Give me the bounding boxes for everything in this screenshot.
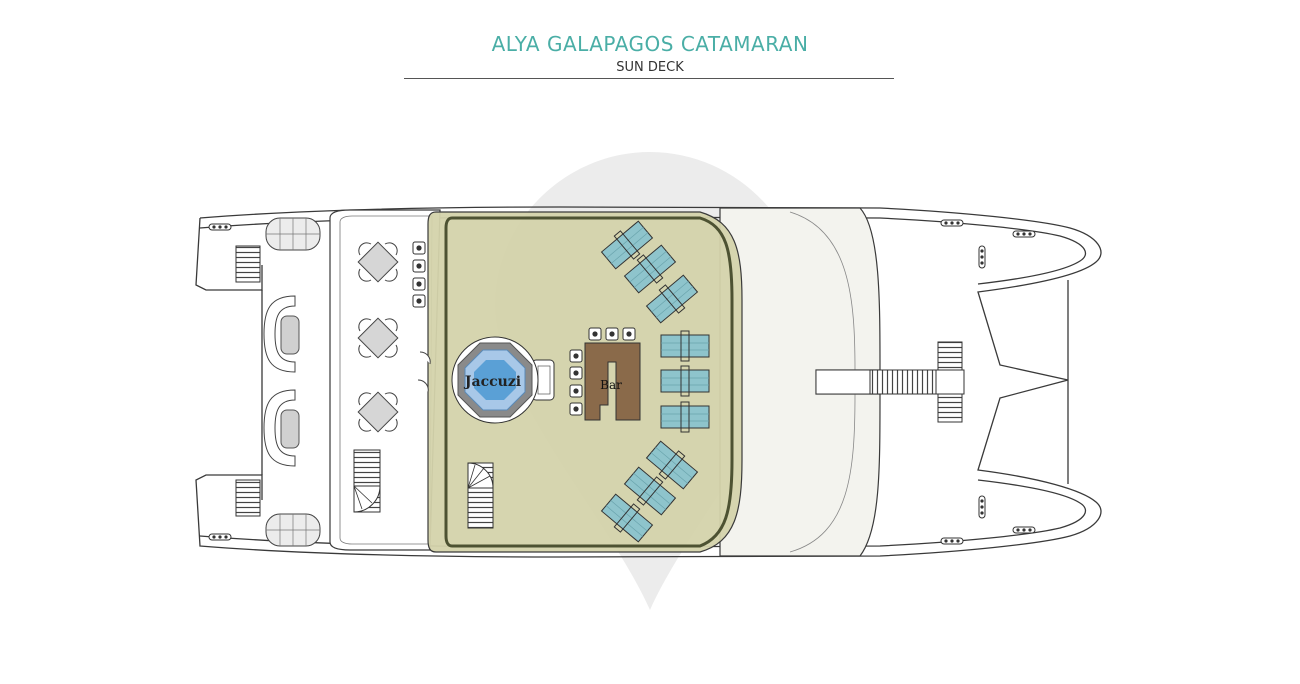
stern-seats — [265, 217, 321, 547]
jacuzzi-label: Jaccuzi — [463, 374, 521, 390]
bar-label: Bar — [600, 378, 622, 392]
bar: Bar — [584, 342, 641, 421]
jacuzzi: Jaccuzi — [451, 336, 555, 424]
aft-spiral-stairs-icon — [353, 449, 381, 513]
forward-canopy-inner — [789, 211, 856, 553]
sun-deck-border — [444, 216, 734, 548]
bow-stairs-icon — [869, 341, 965, 423]
stairs-icon — [235, 245, 261, 517]
spiral-stairs-icon — [467, 462, 494, 529]
aft-chair-partial — [417, 351, 431, 393]
page-subtitle: SUN DECK — [616, 60, 684, 75]
title-rule — [404, 78, 894, 79]
sofa-icon — [263, 295, 300, 467]
page-title: ALYA GALAPAGOS CATAMARAN — [491, 32, 809, 56]
header: ALYA GALAPAGOS CATAMARAN SUN DECK — [0, 30, 1300, 78]
